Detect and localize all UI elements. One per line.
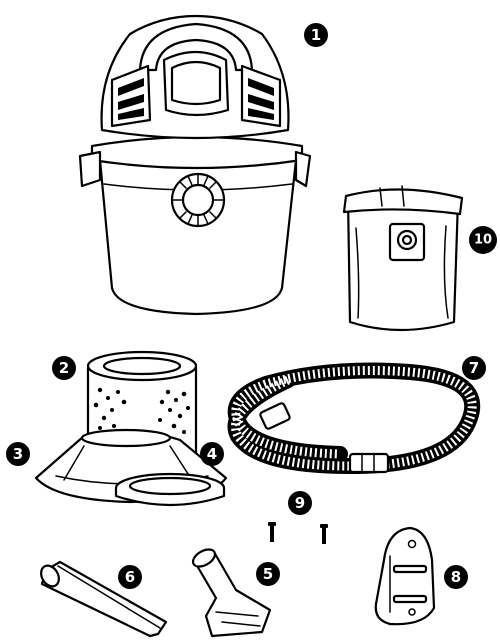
callout-7: 7 bbox=[462, 356, 486, 380]
callout-2: 2 bbox=[52, 356, 76, 380]
callout-1-label: 1 bbox=[311, 26, 321, 44]
callout-10: 10 bbox=[469, 226, 497, 254]
callout-9: 9 bbox=[288, 491, 312, 515]
callout-4: 4 bbox=[200, 442, 224, 466]
callout-6-label: 6 bbox=[125, 568, 135, 586]
callout-1: 1 bbox=[304, 23, 328, 47]
callout-10-label: 10 bbox=[474, 233, 492, 248]
hose-illustration bbox=[235, 371, 472, 473]
callout-8: 8 bbox=[444, 565, 468, 589]
filter-bag-illustration bbox=[344, 186, 462, 330]
callout-9-label: 9 bbox=[295, 494, 305, 512]
callout-5-label: 5 bbox=[263, 565, 273, 583]
callout-5: 5 bbox=[256, 562, 280, 586]
callout-8-label: 8 bbox=[451, 568, 461, 586]
filter-retainer-illustration bbox=[116, 474, 224, 505]
callout-7-label: 7 bbox=[469, 359, 479, 377]
callout-3-label: 3 bbox=[13, 445, 23, 463]
crevice-tool-illustration bbox=[38, 562, 166, 636]
screws-illustration bbox=[268, 522, 328, 544]
wet-dry-vac-illustration bbox=[80, 16, 310, 314]
callout-3: 3 bbox=[6, 442, 30, 466]
floor-nozzle-illustration bbox=[190, 546, 270, 636]
accessory-holder-illustration bbox=[376, 528, 434, 624]
callout-2-label: 2 bbox=[59, 359, 69, 377]
callout-4-label: 4 bbox=[207, 445, 217, 463]
callout-6: 6 bbox=[118, 565, 142, 589]
